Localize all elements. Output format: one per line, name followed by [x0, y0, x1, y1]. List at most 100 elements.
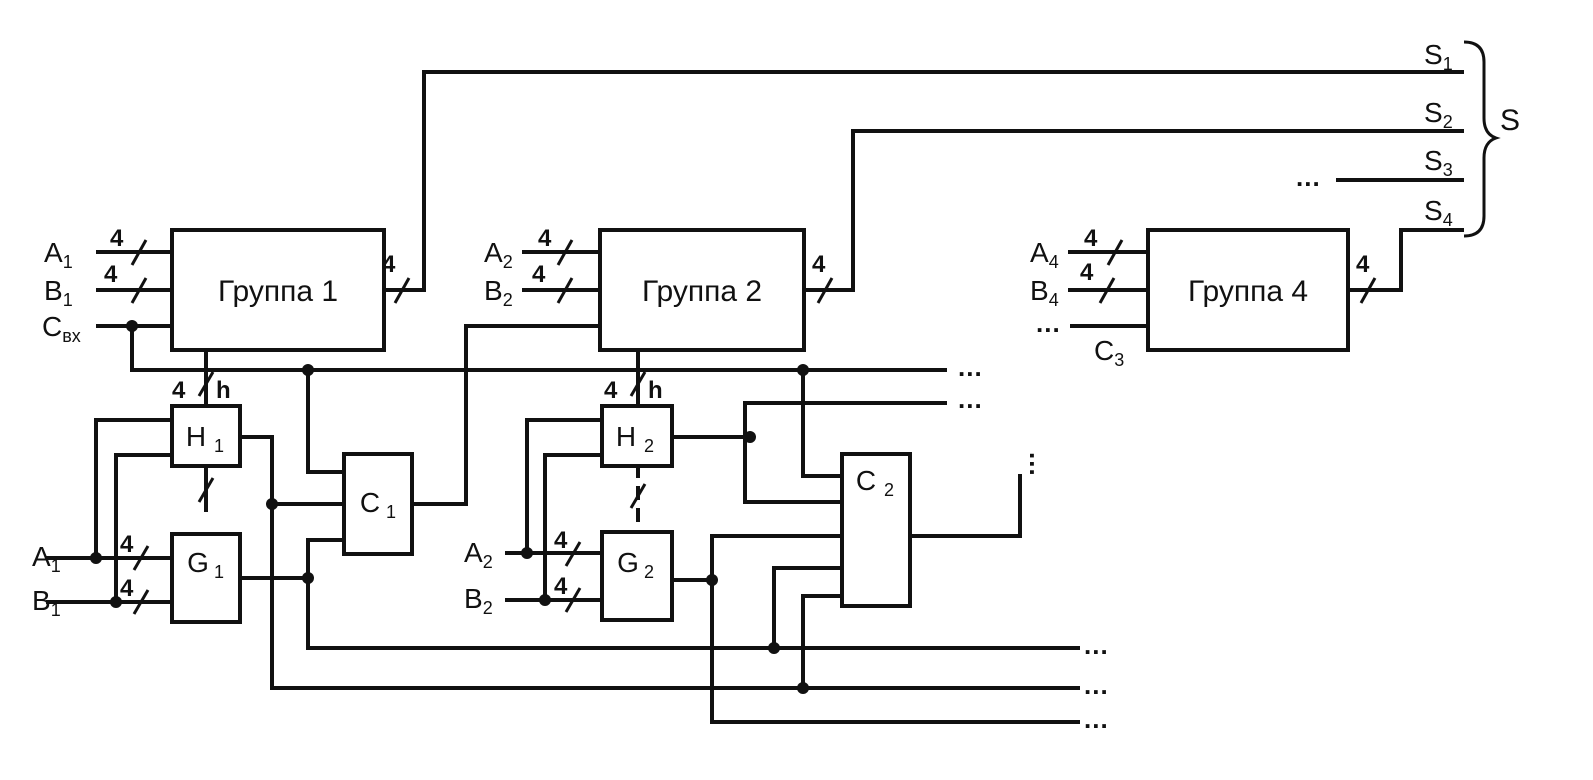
s4-sub: 4	[1443, 210, 1453, 230]
ellipsis-carry-2: ...	[958, 384, 983, 414]
svg-text:C3: C3	[1094, 335, 1124, 370]
bus-width-g4-out: 4	[1356, 251, 1370, 278]
b4-label: B	[1030, 275, 1049, 306]
c2-label: C	[856, 465, 876, 496]
bus-width-g1-out: 4	[382, 251, 396, 278]
junction-dots	[90, 320, 809, 694]
group-4-block: Группа 4	[1146, 228, 1350, 352]
stage1-wires	[46, 418, 1080, 690]
c1-sub: 1	[386, 502, 396, 522]
svg-text:A2: A2	[464, 537, 493, 572]
svg-text:C: C	[360, 487, 380, 518]
ellipsis-group4: ...	[1036, 308, 1061, 338]
b1-lower-label: B	[32, 585, 51, 616]
svg-text:2: 2	[644, 562, 654, 582]
a4-label: A	[1030, 237, 1049, 268]
svg-text:G: G	[617, 547, 639, 578]
c2-sub: 2	[884, 480, 894, 500]
b2-label: B	[484, 275, 503, 306]
c3-label: C	[1094, 335, 1114, 366]
svg-text:A1: A1	[32, 541, 61, 576]
a1-label: A	[44, 237, 63, 268]
a1-sub: 1	[63, 252, 73, 272]
s4-label: S	[1424, 195, 1443, 226]
svg-text:H: H	[186, 421, 206, 452]
a2-lower-label: A	[464, 537, 483, 568]
b2-lower-label: B	[464, 583, 483, 614]
carry-wires	[96, 324, 1022, 538]
c2-block: C 2	[840, 452, 912, 608]
ellipsis-carry-1: ...	[958, 352, 983, 382]
s2-sub: 2	[1443, 112, 1453, 132]
cin-sub: вх	[62, 326, 81, 346]
s3-sub: 3	[1443, 160, 1453, 180]
s1-sub: 1	[1443, 54, 1453, 74]
svg-text:A1: A1	[44, 237, 73, 272]
h-label-2: h	[648, 377, 663, 404]
h2-block: H 2	[600, 404, 674, 468]
s1-label: S	[1424, 39, 1443, 70]
bus-width-b2: 4	[532, 261, 546, 288]
bus-width-b1: 4	[104, 261, 118, 288]
a1-lower-sub: 1	[51, 556, 61, 576]
b1-lower-sub: 1	[51, 600, 61, 620]
b2-sub: 2	[503, 290, 513, 310]
svg-text:S3: S3	[1424, 145, 1453, 180]
input-labels: A1 B1 Cвх A2 B2 A1 B1 A2 B2 A4 B4 C3	[32, 237, 1124, 620]
g2-block: G 2	[600, 530, 674, 622]
b1-sub: 1	[63, 290, 73, 310]
bus-width-g1-b: 4	[120, 575, 134, 602]
svg-text:G: G	[187, 547, 209, 578]
svg-text:C: C	[856, 465, 876, 496]
svg-text:Cвх: Cвх	[42, 311, 81, 346]
continuation-ellipses: ... ... ... ... ... ... ... ...	[958, 162, 1321, 734]
svg-text:H: H	[616, 421, 636, 452]
g1-label: G	[187, 547, 209, 578]
h1-label: H	[186, 421, 206, 452]
output-brace	[1463, 40, 1501, 238]
svg-text:B1: B1	[32, 585, 61, 620]
group-input-wires	[96, 250, 602, 292]
bus-width-g2-a: 4	[554, 527, 568, 554]
group-2-label: Группа 2	[642, 275, 762, 308]
svg-text:B4: B4	[1030, 275, 1059, 310]
bus-width-a4: 4	[1084, 225, 1098, 252]
h2-sub: 2	[644, 436, 654, 456]
bus-width-a1: 4	[110, 225, 124, 252]
svg-text:A2: A2	[484, 237, 513, 272]
c1-label: C	[360, 487, 380, 518]
svg-text:S4: S4	[1424, 195, 1453, 230]
cin-label: C	[42, 311, 62, 342]
b1-label: B	[44, 275, 63, 306]
svg-text:B1: B1	[44, 275, 73, 310]
stage2-wires	[505, 418, 1080, 724]
h1-sub: 1	[214, 436, 224, 456]
svg-text:1: 1	[386, 502, 396, 522]
svg-text:1: 1	[214, 436, 224, 456]
ellipsis-s3: ...	[1296, 162, 1321, 192]
a4-sub: 4	[1049, 252, 1059, 272]
s3-label: S	[1424, 145, 1443, 176]
s2-label: S	[1424, 97, 1443, 128]
svg-text:B2: B2	[464, 583, 493, 618]
svg-text:2: 2	[884, 480, 894, 500]
a2-label: A	[484, 237, 503, 268]
s-label: S	[1500, 104, 1520, 137]
b2-lower-sub: 2	[483, 598, 493, 618]
svg-text:S2: S2	[1424, 97, 1453, 132]
group-1-label: Группа 1	[218, 275, 338, 308]
bus-width-g1-a: 4	[120, 531, 134, 558]
ellipsis-bus-3: ...	[1084, 704, 1109, 734]
svg-text:B2: B2	[484, 275, 513, 310]
a1-lower-label: A	[32, 541, 51, 572]
bus-width-b4: 4	[1080, 259, 1094, 286]
output-bus	[383, 70, 1464, 292]
ellipsis-bus-1: ...	[1084, 630, 1109, 660]
output-labels: S1 S2 S3 S4 S	[1424, 39, 1520, 230]
g2-label: G	[617, 547, 639, 578]
c1-block: C 1	[342, 452, 414, 556]
bus-width-g2-b: 4	[554, 573, 568, 600]
bus-width-h2: 4	[604, 377, 618, 404]
a2-sub: 2	[503, 252, 513, 272]
